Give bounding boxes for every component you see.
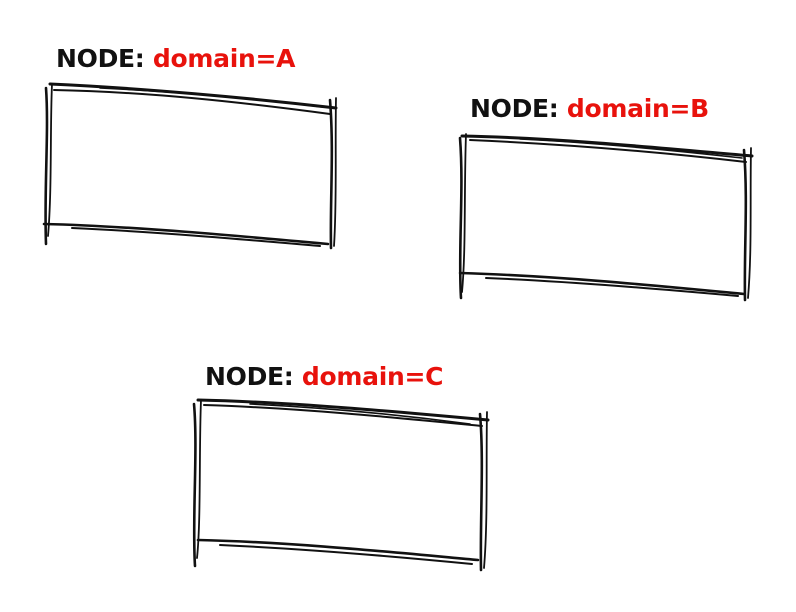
node-a-label: NODE: domain=A (56, 46, 295, 71)
node-c-box[interactable] (192, 398, 490, 572)
node-prefix: NODE: (205, 362, 294, 391)
node-c-label: NODE: domain=C (205, 364, 443, 389)
node-prefix: NODE: (56, 44, 145, 73)
node-domain-value: domain=B (566, 94, 709, 123)
node-b-label: NODE: domain=B (470, 96, 709, 121)
node-a-box[interactable] (42, 82, 338, 250)
node-domain-value: domain=C (301, 362, 444, 391)
node-domain-value: domain=A (152, 44, 296, 73)
node-prefix: NODE: (470, 94, 559, 123)
node-b-box[interactable] (458, 133, 754, 302)
